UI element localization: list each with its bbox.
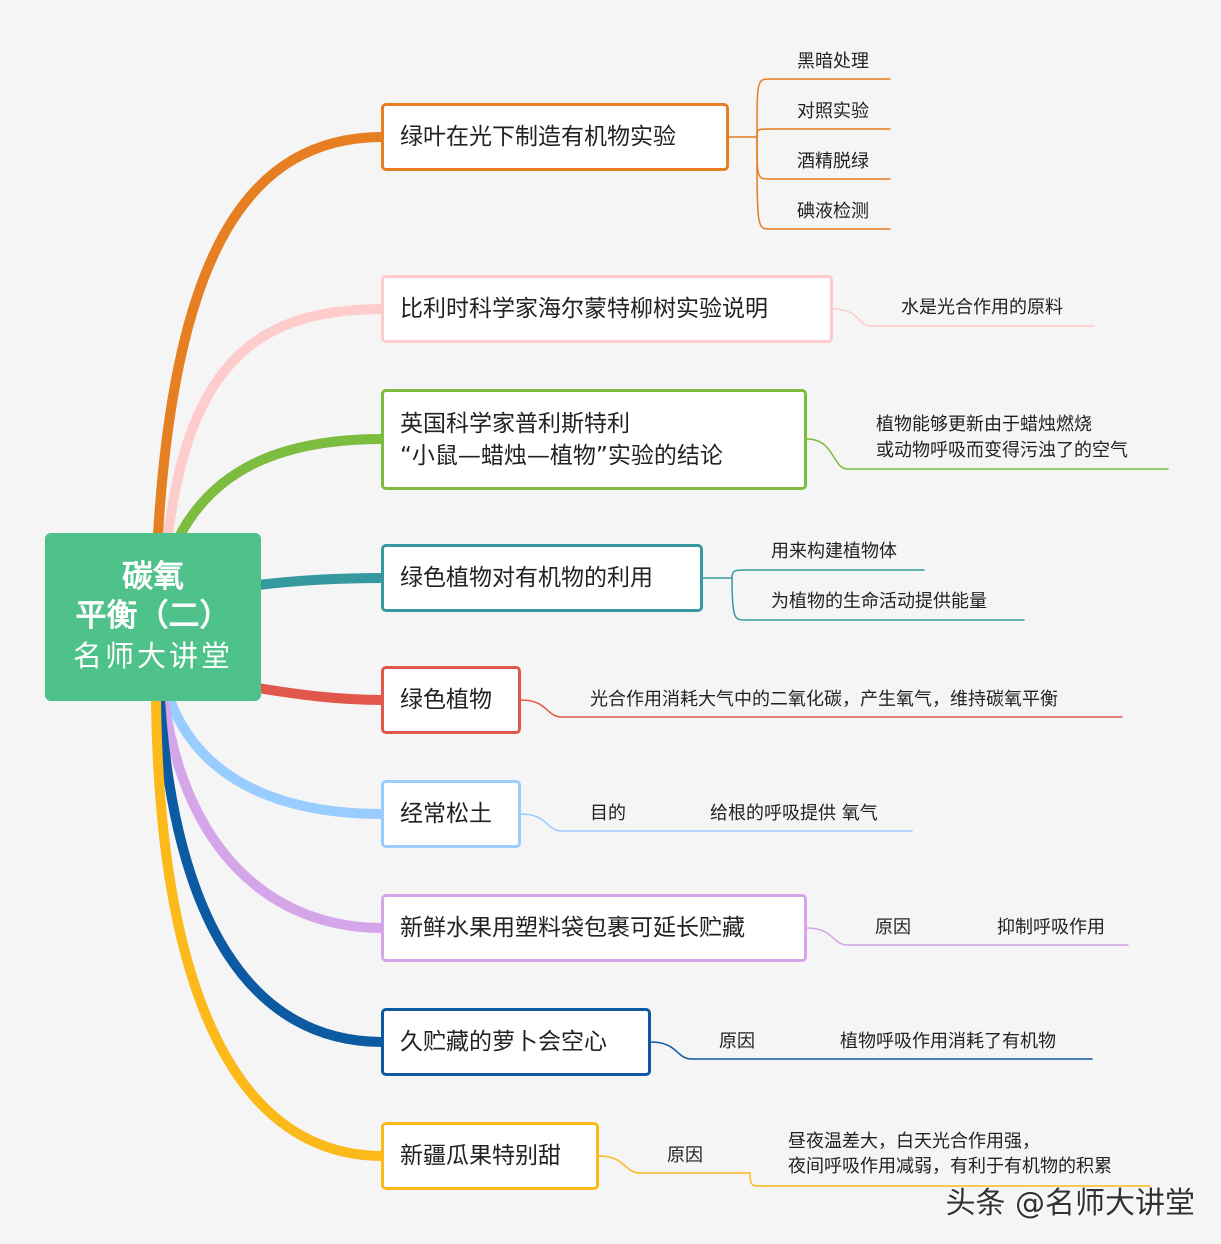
- branch-line-7: [159, 695, 388, 933]
- topic-node-6: 经常松土: [381, 780, 521, 848]
- leaf-root-respiration: 给根的呼吸提供 氧气: [710, 803, 878, 824]
- leaf-underline: [731, 569, 925, 579]
- branch-line-1: [153, 132, 388, 540]
- leaf-underline: [806, 927, 1129, 946]
- branch-line-5: [253, 683, 388, 705]
- topic-label: 绿叶在光下制造有机物实验: [400, 124, 676, 150]
- leaf-water-raw-material: 水是光合作用的原料: [901, 297, 1063, 318]
- leaf-priestley-line1: 植物能够更新由于蜡烛燃烧: [876, 414, 1092, 435]
- leaf-provide-energy: 为植物的生命活动提供能量: [771, 591, 987, 612]
- leaf-reason-radish: 原因: [719, 1031, 755, 1052]
- topic-label: “小鼠—蜡烛—植物”实验的结论: [400, 442, 723, 469]
- branch-line-6: [165, 695, 388, 819]
- leaf-reason-fruit: 原因: [875, 917, 911, 938]
- topic-label: 比利时科学家海尔蒙特柳树实验说明: [400, 296, 768, 322]
- leaf-underline: [806, 438, 1169, 470]
- topic-label: 新疆瓜果特别甜: [400, 1143, 561, 1169]
- leaf-build-plant-body: 用来构建植物体: [771, 541, 897, 562]
- leaf-underline: [749, 1172, 1151, 1187]
- leaf-underline: [756, 128, 891, 138]
- leaf-underline: [520, 699, 1123, 718]
- leaf-dark-treatment: 黑暗处理: [797, 51, 869, 72]
- root-title-line2: 平衡（二）: [75, 598, 231, 634]
- topic-label: 经常松土: [400, 801, 492, 827]
- topic-node-8: 久贮藏的萝卜会空心: [381, 1008, 651, 1076]
- leaf-underline: [756, 136, 891, 230]
- topic-node-5: 绿色植物: [381, 666, 521, 734]
- leaf-underline: [832, 308, 1095, 327]
- branch-line-2: [163, 304, 388, 540]
- leaf-temperature-line2: 夜间呼吸作用减弱，有利于有机物的积累: [788, 1156, 1112, 1177]
- leaf-underline: [650, 1041, 1093, 1060]
- topic-node-4: 绿色植物对有机物的利用: [381, 544, 703, 612]
- topic-node-3: 英国科学家普利斯特利 “小鼠—蜡烛—植物”实验的结论: [381, 389, 807, 490]
- topic-label: 绿色植物对有机物的利用: [400, 565, 653, 591]
- leaf-alcohol-decolor: 酒精脱绿: [797, 151, 869, 172]
- leaf-consume-organic: 植物呼吸作用消耗了有机物: [840, 1031, 1056, 1052]
- topic-node-9: 新疆瓜果特别甜: [381, 1122, 599, 1190]
- topic-label: 绿色植物: [400, 687, 492, 713]
- topic-node-7: 新鲜水果用塑料袋包裹可延长贮藏: [381, 894, 807, 962]
- leaf-inhibit-respiration: 抑制呼吸作用: [997, 917, 1105, 938]
- topic-label: 英国科学家普利斯特利: [400, 410, 630, 437]
- branch-line-8: [155, 695, 388, 1047]
- root-node: 碳氧 平衡（二） 名师大讲堂: [45, 533, 261, 701]
- branch-line-4: [253, 573, 388, 590]
- topic-node-2: 比利时科学家海尔蒙特柳树实验说明: [381, 275, 833, 343]
- leaf-purpose: 目的: [590, 803, 626, 824]
- root-subtitle: 名师大讲堂: [72, 639, 233, 673]
- leaf-underline: [731, 577, 1025, 621]
- branch-line-3: [175, 434, 388, 540]
- leaf-underline: [598, 1155, 751, 1174]
- leaf-underline: [520, 813, 913, 832]
- leaf-priestley-line2: 或动物呼吸而变得污浊了的空气: [876, 440, 1128, 461]
- topic-node-1: 绿叶在光下制造有机物实验: [381, 103, 729, 171]
- leaf-control-experiment: 对照实验: [797, 101, 869, 122]
- leaf-carbon-oxygen-balance: 光合作用消耗大气中的二氧化碳，产生氧气，维持碳氧平衡: [590, 689, 1058, 710]
- watermark: 头条 @名师大讲堂: [945, 1186, 1195, 1221]
- leaf-temperature-line1: 昼夜温差大，白天光合作用强，: [788, 1131, 1040, 1152]
- leaf-reason-melon: 原因: [667, 1145, 703, 1166]
- branch-line-9: [151, 695, 388, 1161]
- topic-label: 新鲜水果用塑料袋包裹可延长贮藏: [400, 915, 745, 941]
- topic-label: 久贮藏的萝卜会空心: [400, 1029, 607, 1055]
- leaf-underline: [756, 78, 891, 138]
- root-title-line1: 碳氧: [122, 559, 184, 595]
- leaf-iodine-test: 碘液检测: [797, 201, 869, 222]
